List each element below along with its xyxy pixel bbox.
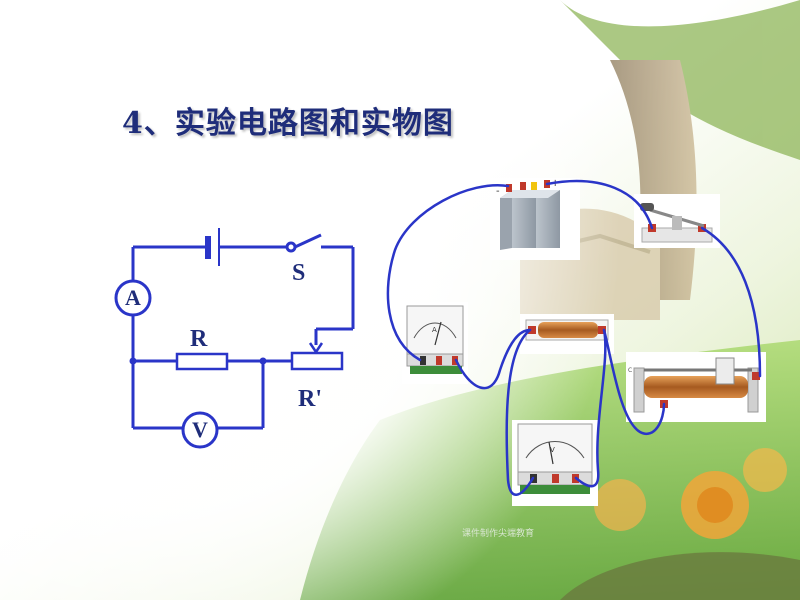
wire xyxy=(386,183,510,362)
resistor-label: R xyxy=(190,326,208,352)
svg-text:A: A xyxy=(432,326,437,334)
battery-symbol xyxy=(205,228,220,266)
wire xyxy=(505,328,535,496)
switch-label: S xyxy=(292,260,306,286)
watermark: 课件制作尖端教育 xyxy=(462,529,535,539)
switch-symbol xyxy=(285,233,322,253)
ammeter-label: A xyxy=(125,285,141,310)
junction-dot xyxy=(259,357,267,365)
switch-apparatus xyxy=(634,194,720,248)
svg-text:V: V xyxy=(550,446,555,454)
junction-dot xyxy=(129,357,137,365)
ammeter-symbol xyxy=(114,279,152,317)
apparatus-wires xyxy=(386,179,762,496)
voltmeter-symbol xyxy=(181,411,219,449)
battery-apparatus: - + xyxy=(490,178,580,260)
rheostat-symbol xyxy=(290,351,344,371)
slide-title: 4、实验电路图和实物图 xyxy=(122,106,454,141)
ammeter-apparatus: A xyxy=(402,302,468,384)
wire xyxy=(454,328,532,390)
wire xyxy=(574,328,607,488)
resistor-apparatus xyxy=(520,314,614,354)
rheostat-label: R' xyxy=(298,386,322,412)
junction-dots xyxy=(129,357,267,365)
voltmeter-label: V xyxy=(192,417,208,442)
svg-text:C: C xyxy=(628,367,632,374)
wire xyxy=(602,328,666,435)
voltmeter-apparatus: V xyxy=(512,420,598,506)
wire xyxy=(700,226,762,378)
rheostat-apparatus: C xyxy=(626,352,766,422)
svg-text:-: - xyxy=(496,186,500,197)
wire xyxy=(545,179,654,230)
